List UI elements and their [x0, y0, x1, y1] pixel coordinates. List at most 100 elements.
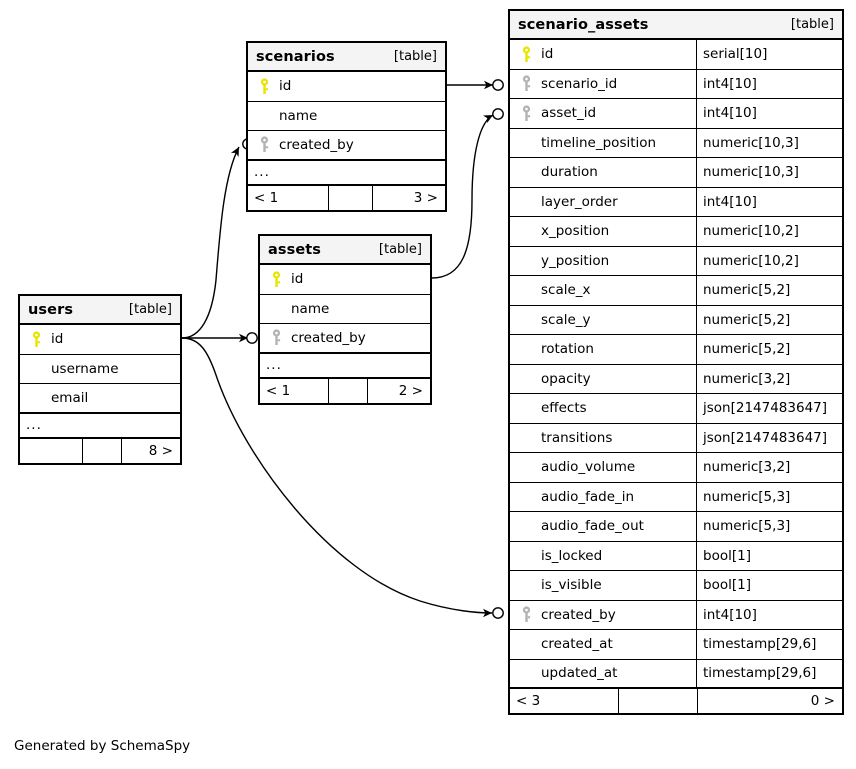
column-name: asset_id [541, 105, 597, 122]
primary-key-icon [267, 271, 285, 288]
column-name-cell: scale_y [510, 306, 696, 335]
column-type: timestamp[29,6] [696, 630, 842, 659]
column-name-cell: audio_fade_in [510, 483, 696, 512]
table-header-scenarios: scenarios [table] [248, 43, 445, 72]
column-row-id[interactable]: id [260, 265, 430, 295]
column-row-email[interactable]: email [20, 384, 180, 414]
column-row-created_by[interactable]: created_by int4[10] [510, 600, 842, 630]
table-footer-scenario-assets: < 3 0 > [510, 689, 842, 713]
column-row-username[interactable]: username [20, 354, 180, 384]
column-type: int4[10] [696, 187, 842, 216]
footer-right[interactable]: 0 > [810, 693, 835, 709]
column-name-cell: name [248, 102, 445, 131]
column-type: int4[10] [696, 600, 842, 629]
column-row-created_by[interactable]: created_by [248, 131, 445, 161]
column-name-cell: id [20, 325, 180, 354]
footer-left[interactable]: < 1 [254, 189, 279, 206]
column-name-cell: updated_at [510, 660, 696, 688]
column-name-cell: transitions [510, 424, 696, 453]
footer-left[interactable] [20, 439, 82, 463]
column-name: audio_fade_in [541, 488, 635, 505]
column-name: id [279, 78, 292, 95]
footer-left[interactable]: < 1 [266, 382, 291, 399]
column-name-cell: id [510, 40, 696, 69]
column-name-cell: email [20, 384, 180, 412]
column-name: is_locked [541, 547, 603, 564]
column-name-cell: id [260, 265, 430, 294]
column-name-cell: is_locked [510, 542, 696, 571]
table-title: assets [268, 241, 322, 258]
column-row-rotation[interactable]: rotation numeric[5,2] [510, 335, 842, 365]
column-name: audio_fade_out [541, 518, 644, 535]
column-name-cell: layer_order [510, 188, 696, 217]
column-name-cell: x_position [510, 217, 696, 246]
column-row-audio_fade_out[interactable]: audio_fade_out numeric[5,3] [510, 512, 842, 542]
column-row-created_at[interactable]: created_at timestamp[29,6] [510, 630, 842, 660]
column-name-cell: created_by [510, 601, 696, 630]
column-name: created_by [541, 606, 616, 623]
table-title: users [28, 301, 74, 318]
column-name-cell: created_by [260, 324, 430, 352]
column-name-cell: id [248, 72, 445, 101]
column-row-created_by[interactable]: created_by [260, 324, 430, 354]
column-row-id[interactable]: id [248, 72, 445, 102]
column-type: numeric[5,3] [696, 512, 842, 541]
footer-right[interactable]: 3 > [413, 189, 438, 206]
column-type: json[2147483647] [696, 394, 842, 423]
more-columns-indicator: ... [260, 354, 430, 379]
column-name-cell: rotation [510, 335, 696, 364]
column-type: serial[10] [696, 40, 842, 69]
column-name-cell: audio_fade_out [510, 512, 696, 541]
column-name: updated_at [541, 665, 618, 682]
column-name-cell: timeline_position [510, 129, 696, 158]
column-name: transitions [541, 429, 613, 446]
primary-key-icon [517, 46, 535, 63]
footer-left[interactable]: < 3 [516, 693, 541, 709]
column-row-name[interactable]: name [248, 101, 445, 131]
column-type: numeric[10,2] [696, 246, 842, 275]
column-name: id [541, 46, 554, 63]
column-row-name[interactable]: name [260, 294, 430, 324]
footer-right[interactable]: 2 > [398, 382, 423, 399]
foreign-key-icon [517, 105, 535, 122]
column-type: numeric[10,3] [696, 158, 842, 187]
more-columns-indicator: ... [248, 161, 445, 186]
column-name-cell: duration [510, 158, 696, 187]
table-title: scenario_assets [518, 16, 649, 33]
column-name: created_at [541, 636, 613, 653]
column-row-id[interactable]: id [20, 325, 180, 355]
footer-middle [328, 378, 368, 403]
column-type: numeric[5,2] [696, 335, 842, 364]
column-name-cell: username [20, 355, 180, 384]
table-kind-label: [table] [378, 242, 422, 257]
column-name: rotation [541, 341, 594, 358]
column-row-id[interactable]: id serial[10] [510, 40, 842, 70]
table-footer-assets: < 1 2 > [260, 378, 430, 403]
diagram-caption: Generated by SchemaSpy [14, 738, 191, 754]
footer-right[interactable]: 8 > [148, 442, 173, 459]
